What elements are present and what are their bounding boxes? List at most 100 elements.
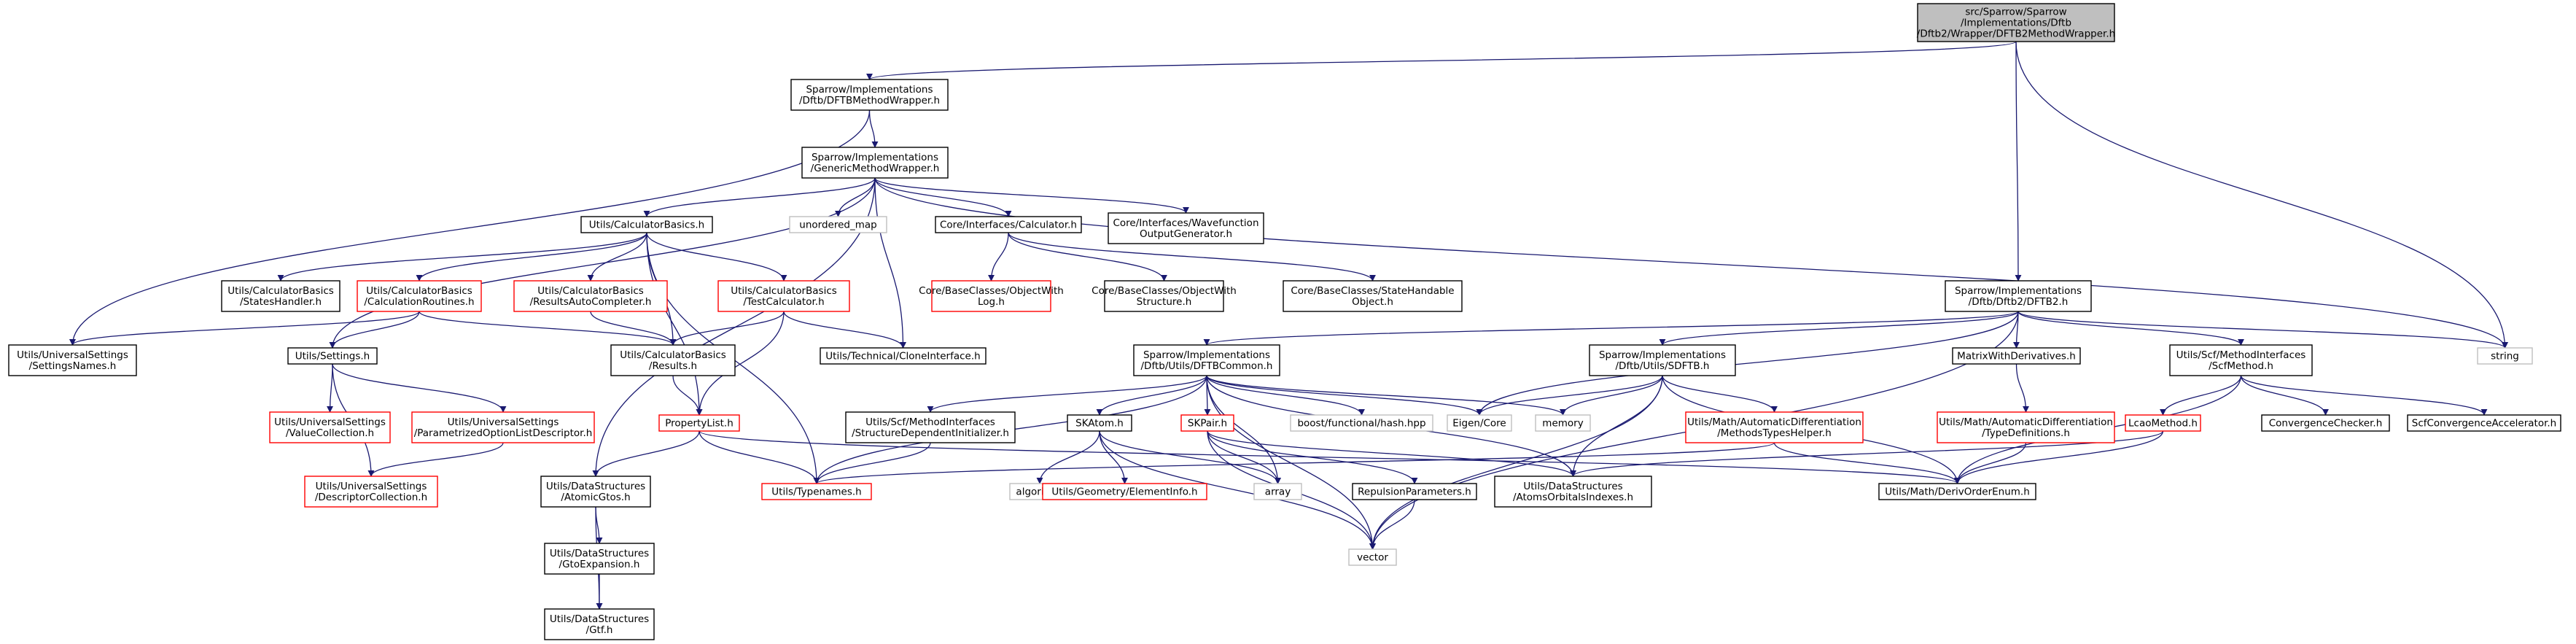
dependency-edge	[1096, 375, 1207, 416]
node-label-line: /ScfMethod.h	[2209, 360, 2273, 372]
node-label-line: Sparrow/Implementations	[806, 84, 933, 96]
edge-test-calculator-to-property-list	[696, 311, 785, 416]
node-label-line: /TypeDefinitions.h	[1982, 427, 2070, 439]
node-label-line: Utils/UniversalSettings	[316, 481, 427, 492]
node-matrix-with-derivatives[interactable]: MatrixWithDerivatives.h	[1952, 347, 2081, 365]
dependency-edge	[1369, 375, 1663, 550]
node-label-line: vector	[1357, 552, 1388, 564]
node-label-line: /CalculationRoutines.h	[364, 296, 474, 308]
node-parametrized-option[interactable]: Utils/UniversalSettings/ParametrizedOpti…	[411, 411, 595, 443]
edge-calculation-routines-to-results	[419, 311, 677, 346]
node-gtf[interactable]: Utils/DataStructures/Gtf.h	[544, 608, 655, 640]
node-box	[2407, 414, 2561, 432]
node-settings[interactable]: Utils/Settings.h	[287, 347, 378, 365]
node-element-info[interactable]: Utils/Geometry/ElementInfo.h	[1042, 483, 1207, 500]
edge-generic-method-wrapper-to-core-calculator	[874, 177, 1012, 217]
node-label-line: Core/BaseClasses/ObjectWith	[919, 285, 1064, 297]
edge-dftb-method-wrapper-to-generic-method-wrapper	[868, 109, 879, 148]
node-methods-types-helper[interactable]: Utils/Math/AutomaticDifferentiation/Meth…	[1685, 411, 1864, 443]
node-box	[544, 543, 655, 575]
node-label-line: Utils/DataStructures	[550, 548, 649, 559]
node-type-definitions[interactable]: Utils/Math/AutomaticDifferentiation/Type…	[1937, 411, 2115, 443]
edge-settings-to-parametrized-option	[332, 363, 507, 413]
node-states-handler[interactable]: Utils/CalculatorBasics/StatesHandler.h	[221, 280, 341, 312]
node-label-line: /AtomsOrbitalsIndexes.h	[1513, 492, 1633, 503]
node-label-line: Core/Interfaces/Wavefunction	[1113, 217, 1258, 229]
node-box	[580, 216, 713, 233]
node-results-auto-completer[interactable]: Utils/CalculatorBasics/ResultsAutoComple…	[513, 280, 668, 312]
dependency-edge	[329, 177, 876, 349]
node-core-wavefunction[interactable]: Core/Interfaces/WavefunctionOutputGenera…	[1108, 212, 1264, 244]
dependency-edge	[1206, 375, 1483, 416]
node-label-line: /Gtf.h	[586, 624, 613, 636]
edge-lcao-method-to-atoms-orbitals-indexes	[1570, 430, 2164, 477]
node-skatom[interactable]: SKAtom.h	[1067, 414, 1132, 432]
node-test-calculator[interactable]: Utils/CalculatorBasics/TestCalculator.h	[717, 280, 850, 312]
edge-dftb-common-to-structure-dependent	[927, 375, 1207, 413]
node-generic-method-wrapper[interactable]: Sparrow/Implementations/GenericMethodWra…	[801, 147, 949, 179]
node-box	[801, 147, 949, 179]
node-box	[304, 476, 438, 508]
node-settings-names[interactable]: Utils/UniversalSettings/SettingsNames.h	[8, 344, 137, 376]
dependency-edges	[69, 41, 2508, 610]
node-dftb2[interactable]: Sparrow/Implementations/Dftb/Dftb2/DFTB2…	[1945, 280, 2092, 312]
edge-sdftb-to-eigen-core	[1476, 375, 1663, 416]
node-calculator-basics[interactable]: Utils/CalculatorBasics.h	[580, 216, 713, 233]
dependency-edge	[2240, 375, 2329, 416]
dependency-edge	[2240, 375, 2488, 416]
node-structure-dependent[interactable]: Utils/Scf/MethodInterfaces/StructureDepe…	[845, 411, 1016, 443]
node-box	[658, 414, 740, 432]
node-descriptor-collection[interactable]: Utils/UniversalSettings/DescriptorCollec…	[304, 476, 438, 508]
node-core-calculator[interactable]: Core/Interfaces/Calculator.h	[935, 216, 1082, 233]
edge-structure-dependent-to-typenames	[813, 442, 931, 484]
dependency-edge	[1659, 311, 2019, 346]
node-typenames[interactable]: Utils/Typenames.h	[761, 483, 872, 500]
edge-dftb2-to-string	[2017, 311, 2508, 349]
node-label-line: /MethodsTypesHelper.h	[1717, 427, 1832, 439]
edge-calculator-basics-to-test-calculator	[646, 232, 787, 282]
node-lcao-method[interactable]: LcaoMethod.h	[2125, 414, 2201, 432]
node-label-line: Log.h	[978, 296, 1005, 308]
node-convergence-checker[interactable]: ConvergenceChecker.h	[2261, 414, 2390, 432]
node-box	[610, 344, 736, 376]
edge-matrix-with-derivatives-to-type-definitions	[2015, 363, 2029, 413]
node-property-list[interactable]: PropertyList.h	[658, 414, 740, 432]
node-box	[1348, 548, 1397, 566]
node-box	[1589, 344, 1736, 376]
node-array: array	[1253, 483, 1302, 500]
node-root[interactable]: src/Sparrow/Sparrow/Implementations/Dftb…	[1917, 3, 2115, 42]
node-skpair[interactable]: SKPair.h	[1180, 414, 1234, 432]
node-label-line: /DescriptorCollection.h	[315, 492, 427, 503]
node-box	[269, 411, 391, 443]
node-gto-expansion[interactable]: Utils/DataStructures/GtoExpansion.h	[544, 543, 655, 575]
node-box	[1878, 483, 2036, 500]
node-label-line: Utils/Scf/MethodInterfaces	[865, 416, 995, 428]
node-label-line: Core/BaseClasses/ObjectWith	[1092, 285, 1237, 297]
node-dftb-method-wrapper[interactable]: Sparrow/Implementations/Dftb/DFTBMethodW…	[790, 79, 949, 111]
edge-calculator-basics-to-property-list	[646, 232, 703, 416]
node-label-line: Utils/Geometry/ElementInfo.h	[1051, 486, 1197, 498]
node-repulsion-parameters[interactable]: RepulsionParameters.h	[1352, 483, 1477, 500]
node-deriv-order-enum[interactable]: Utils/Math/DerivOrderEnum.h	[1878, 483, 2036, 500]
node-scf-convergence-accelerator[interactable]: ScfConvergenceAccelerator.h	[2407, 414, 2561, 432]
node-atoms-orbitals-indexes[interactable]: Utils/DataStructures/AtomsOrbitalsIndexe…	[1494, 476, 1652, 508]
node-scf-method[interactable]: Utils/Scf/MethodInterfaces/ScfMethod.h	[2169, 344, 2313, 376]
node-atomic-gtos[interactable]: Utils/DataStructures/AtomicGtos.h	[540, 476, 651, 508]
node-label-line: Sparrow/Implementations	[1143, 349, 1270, 361]
node-results[interactable]: Utils/CalculatorBasics/Results.h	[610, 344, 736, 376]
node-label-line: /ResultsAutoCompleter.h	[530, 296, 652, 308]
dependency-edge	[367, 442, 504, 477]
node-sdftb[interactable]: Sparrow/Implementations/Dftb/Utils/SDFTB…	[1589, 344, 1736, 376]
node-clone-interface[interactable]: Utils/Technical/CloneInterface.h	[820, 347, 987, 365]
node-label-line: Utils/CalculatorBasics	[366, 285, 472, 297]
node-box	[1067, 414, 1132, 432]
node-calculation-routines[interactable]: Utils/CalculatorBasics/CalculationRoutin…	[357, 280, 482, 312]
node-label-line: Utils/Math/AutomaticDifferentiation	[1939, 416, 2113, 428]
edge-generic-method-wrapper-to-core-wavefunction	[874, 177, 1189, 214]
dependency-edge	[2017, 311, 2244, 346]
node-value-collection[interactable]: Utils/UniversalSettings/ValueCollection.…	[269, 411, 391, 443]
node-dftb-common[interactable]: Sparrow/Implementations/Dftb/Utils/DFTBC…	[1133, 344, 1280, 376]
